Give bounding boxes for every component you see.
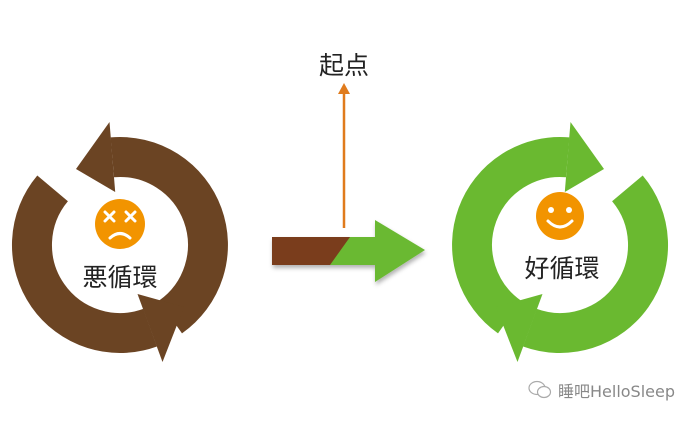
good-cycle-arrows — [452, 122, 669, 362]
watermark: 睡吧HelloSleep — [528, 378, 675, 402]
bad-cycle-arc-upper — [110, 136, 228, 334]
good-cycle-label: 好循環 — [524, 254, 600, 283]
watermark-text: 睡吧HelloSleep — [558, 382, 676, 401]
good-cycle-arc-left — [452, 136, 570, 334]
bad-cycle-arc-lower — [11, 175, 157, 354]
start-arrow — [338, 83, 350, 228]
start-label: 起点 — [318, 51, 370, 80]
good-cycle-arrowhead-top — [564, 122, 604, 192]
transition-arrow — [272, 220, 425, 282]
sad-face-icon — [95, 199, 145, 249]
bad-cycle-arrowhead-top — [76, 122, 116, 192]
bad-cycle-label: 悪循環 — [82, 263, 158, 292]
smile-face-icon — [536, 192, 584, 240]
good-cycle-arrowhead-bottom — [496, 294, 543, 362]
good-cycle-arc-right — [523, 175, 669, 354]
bad-cycle-arrows — [11, 122, 228, 362]
bad-cycle-arrowhead-bottom — [137, 294, 184, 362]
wechat-icon — [528, 380, 552, 399]
